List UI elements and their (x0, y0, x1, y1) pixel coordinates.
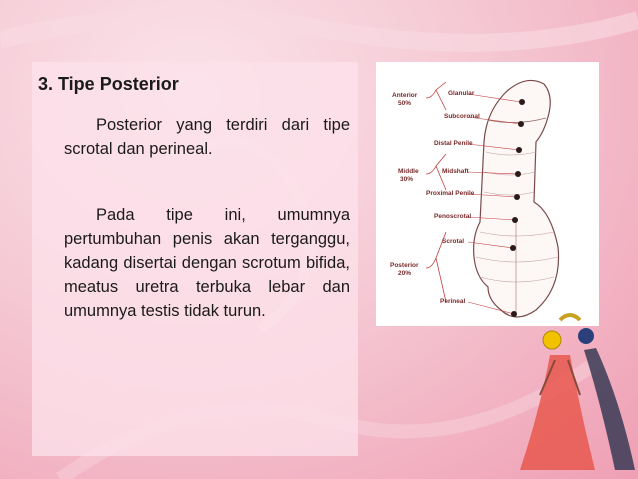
site-label-midshaft: Midshaft (442, 168, 469, 175)
paragraph-1: Posterior yang terdiri dari tipe scrotal… (64, 116, 350, 158)
group-label-middle: Middle (398, 168, 419, 175)
site-label-perineal: Perineal (440, 298, 466, 305)
penis-outline-drawing (425, 79, 560, 318)
site-label-scrotal: Scrotal (442, 238, 465, 245)
group-percent-middle: 30% (400, 176, 414, 183)
decorative-figurine (520, 313, 635, 470)
site-label-glanular: Glanular (448, 90, 475, 97)
group-label-posterior: Posterior (390, 262, 419, 269)
paragraph-2: Pada tipe ini, umumnya pertumbuhan penis… (64, 206, 350, 320)
site-label-penoscrotal: Penoscrotal (434, 213, 472, 220)
site-label-distal-penile: Distal Penile (434, 140, 473, 147)
text-panel (32, 62, 358, 456)
group-label-anterior: Anterior (392, 92, 418, 99)
slide-heading: 3. Tipe Posterior (38, 74, 179, 94)
site-label-proximal-penile: Proximal Penile (426, 190, 475, 197)
group-percent-posterior: 20% (398, 270, 412, 277)
group-percent-anterior: 50% (398, 100, 412, 107)
site-label-subcoronal: Subcoronal (444, 113, 480, 120)
hypospadias-diagram: Anterior 50% Middle 30% Posterior 20% Gl… (376, 62, 599, 326)
